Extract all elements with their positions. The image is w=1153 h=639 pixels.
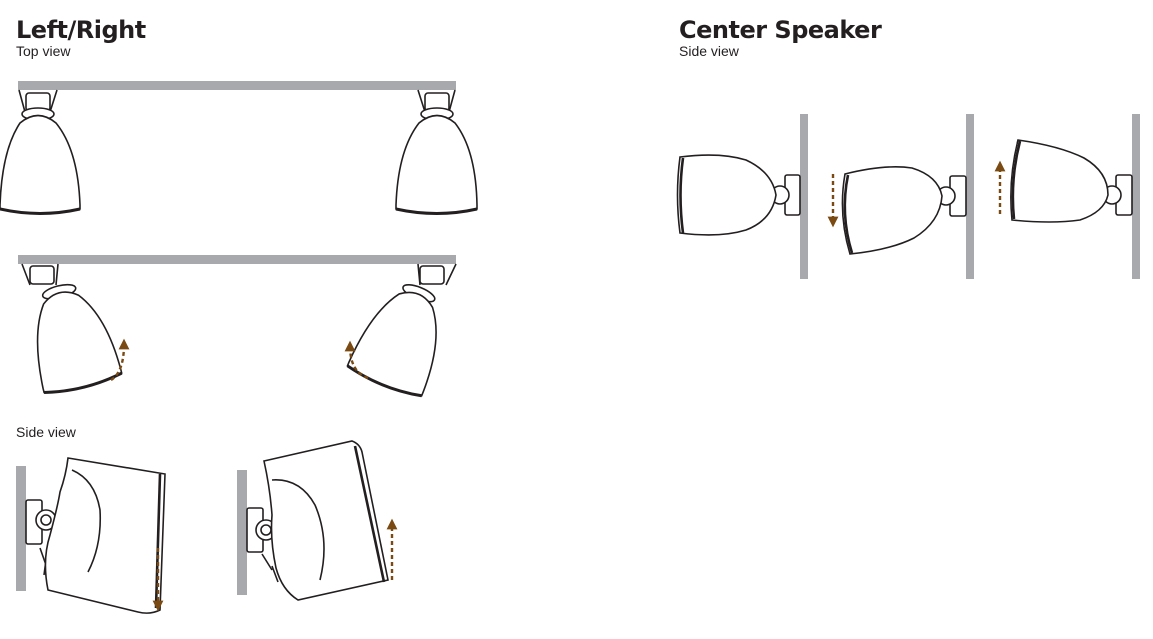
speaker-top-angled-left — [21, 263, 123, 394]
ceiling-bar-top-2 — [18, 255, 456, 264]
center-wall-3 — [1132, 114, 1140, 279]
speaker-top-angled-right — [346, 263, 457, 398]
center-wall-2 — [966, 114, 974, 279]
speaker-top-straight-right — [395, 89, 478, 215]
center-speaker-tilt-down — [841, 166, 967, 255]
wall-side-1 — [16, 466, 26, 591]
rotate-arrow-icon — [344, 340, 369, 380]
rotate-arrow-icon — [110, 338, 130, 382]
center-speaker-title: Center Speaker — [679, 16, 882, 44]
left-right-top-view-label: Top view — [16, 43, 71, 59]
speaker-top-straight-left — [0, 89, 81, 215]
center-side-view-label: Side view — [679, 43, 739, 59]
center-wall-1 — [800, 114, 808, 279]
ceiling-bar-top-1 — [18, 81, 456, 90]
speaker-side-tilt-up — [246, 440, 389, 601]
left-right-side-view-label: Side view — [16, 424, 76, 440]
wall-side-2 — [237, 470, 247, 595]
center-speaker-straight — [676, 154, 801, 236]
speaker-side-tilt-down — [25, 457, 166, 614]
left-right-title: Left/Right — [16, 16, 146, 44]
center-speaker-tilt-up — [1010, 139, 1133, 223]
